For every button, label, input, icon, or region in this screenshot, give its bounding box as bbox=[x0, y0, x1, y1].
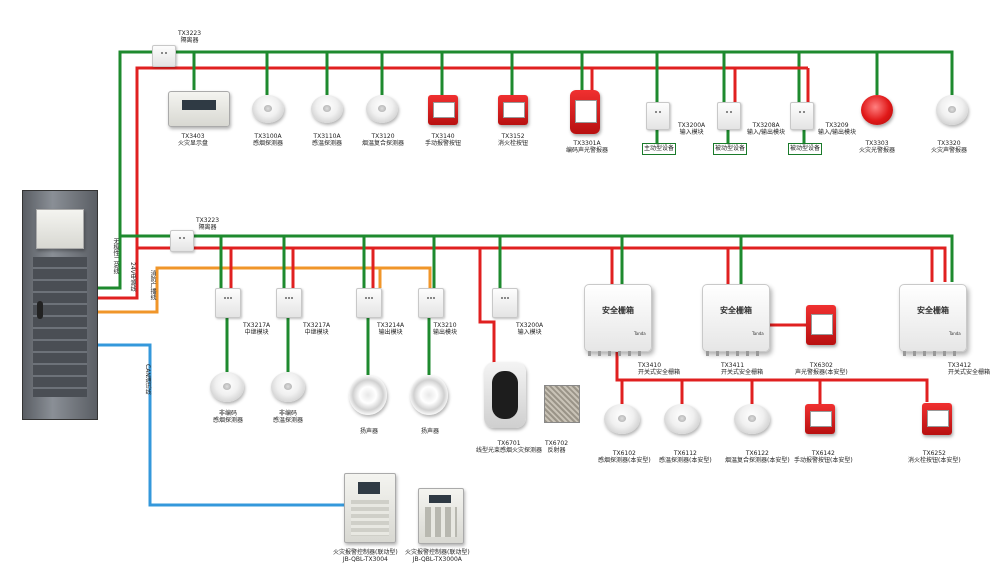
controller-label-0: 火灾报警控制器(联动型)JB-QBL-TX3004 bbox=[333, 549, 398, 563]
non-coded-smoke-detector-icon bbox=[210, 372, 244, 402]
passive-device-tag-1: 被动型设备 bbox=[713, 143, 747, 155]
power-line-label: 24V电源线 bbox=[129, 262, 136, 292]
smoke-detector-icon bbox=[252, 95, 284, 123]
isolator-top-icon bbox=[152, 45, 176, 67]
manual-call-point-icon bbox=[428, 95, 458, 125]
output-module-1-icon bbox=[356, 288, 382, 318]
safety-barrier-box-3: 安全栅箱 Tanda bbox=[899, 284, 967, 356]
speaker-2-icon bbox=[410, 375, 448, 415]
bus-line-label: 无极性二总线 bbox=[112, 238, 119, 274]
heat-detector-icon bbox=[311, 95, 343, 123]
safety-barrier-box-1: 安全栅箱 Tanda bbox=[584, 284, 652, 356]
speaker-1-icon bbox=[349, 375, 387, 415]
field-device-label-2: 扬声器 bbox=[360, 428, 379, 435]
controller-tx3000a-icon bbox=[418, 488, 464, 544]
ex-sounder-strobe-icon bbox=[806, 305, 836, 345]
controller-tx3004-icon bbox=[344, 473, 396, 543]
safety-barrier-box-1-brand: Tanda bbox=[633, 331, 646, 337]
ex-hydrant-button-icon bbox=[922, 403, 952, 435]
beam-detector-icon bbox=[484, 362, 526, 428]
reflector-icon bbox=[544, 385, 580, 423]
combo-detector-icon bbox=[366, 95, 398, 123]
isolator-top-name: 隔离器 bbox=[180, 37, 199, 44]
safety-barrier-box-2-brand: Tanda bbox=[751, 331, 764, 337]
field-device-label-1: 非编码感温探测器 bbox=[273, 410, 304, 424]
middle-bus-wires bbox=[98, 234, 954, 507]
sounder-icon bbox=[936, 95, 968, 125]
controller-label-1: 火灾报警控制器(联动型)JB-QBL-TX3000A bbox=[405, 549, 470, 563]
isolator-top-model: TX3223 bbox=[178, 30, 202, 37]
ex-smoke-detector-icon bbox=[604, 404, 640, 434]
safety-barrier-box-3-brand: Tanda bbox=[948, 331, 961, 337]
active-device-tag: 主动型设备 bbox=[642, 143, 676, 155]
cabinet-rack-units bbox=[33, 257, 87, 397]
cabinet-control-panel bbox=[36, 209, 84, 249]
safety-barrier-box-2-title: 安全栅箱 bbox=[720, 305, 752, 315]
top-bus-wires bbox=[98, 50, 954, 300]
display-panel-icon bbox=[168, 91, 230, 127]
strobe-icon bbox=[861, 95, 893, 125]
sounder-strobe-icon bbox=[570, 90, 600, 134]
input-module-middle-icon bbox=[492, 288, 518, 318]
safety-barrier-box-2: 安全栅箱 Tanda bbox=[702, 284, 770, 356]
field-device-label-0: 非编码感烟探测器 bbox=[213, 410, 244, 424]
broadcast-line-label: 消防广播线 bbox=[149, 270, 156, 300]
io-module-3209-icon bbox=[790, 102, 814, 130]
non-coded-heat-detector-icon bbox=[271, 372, 305, 402]
can-line-label: CAN通讯线 bbox=[144, 364, 151, 395]
io-module-3208a-icon bbox=[717, 102, 741, 130]
ex-combo-detector-icon bbox=[734, 404, 770, 434]
ex-heat-detector-icon bbox=[664, 404, 700, 434]
passive-device-tag-2: 被动型设备 bbox=[788, 143, 822, 155]
hydrant-button-icon bbox=[498, 95, 528, 125]
output-module-2-icon bbox=[418, 288, 444, 318]
microphone-icon bbox=[37, 301, 43, 319]
relay-module-1-icon bbox=[215, 288, 241, 318]
main-control-cabinet bbox=[22, 190, 98, 420]
ex-manual-call-point-icon bbox=[805, 404, 835, 434]
isolator-middle-icon bbox=[170, 230, 194, 252]
field-device-label-3: 扬声器 bbox=[421, 428, 440, 435]
relay-module-2-icon bbox=[276, 288, 302, 318]
isolator-top-label: TX3223 隔离器 bbox=[178, 30, 201, 44]
input-module-icon bbox=[646, 102, 670, 130]
safety-barrier-box-3-title: 安全栅箱 bbox=[917, 305, 949, 315]
safety-barrier-box-1-title: 安全栅箱 bbox=[602, 305, 634, 315]
